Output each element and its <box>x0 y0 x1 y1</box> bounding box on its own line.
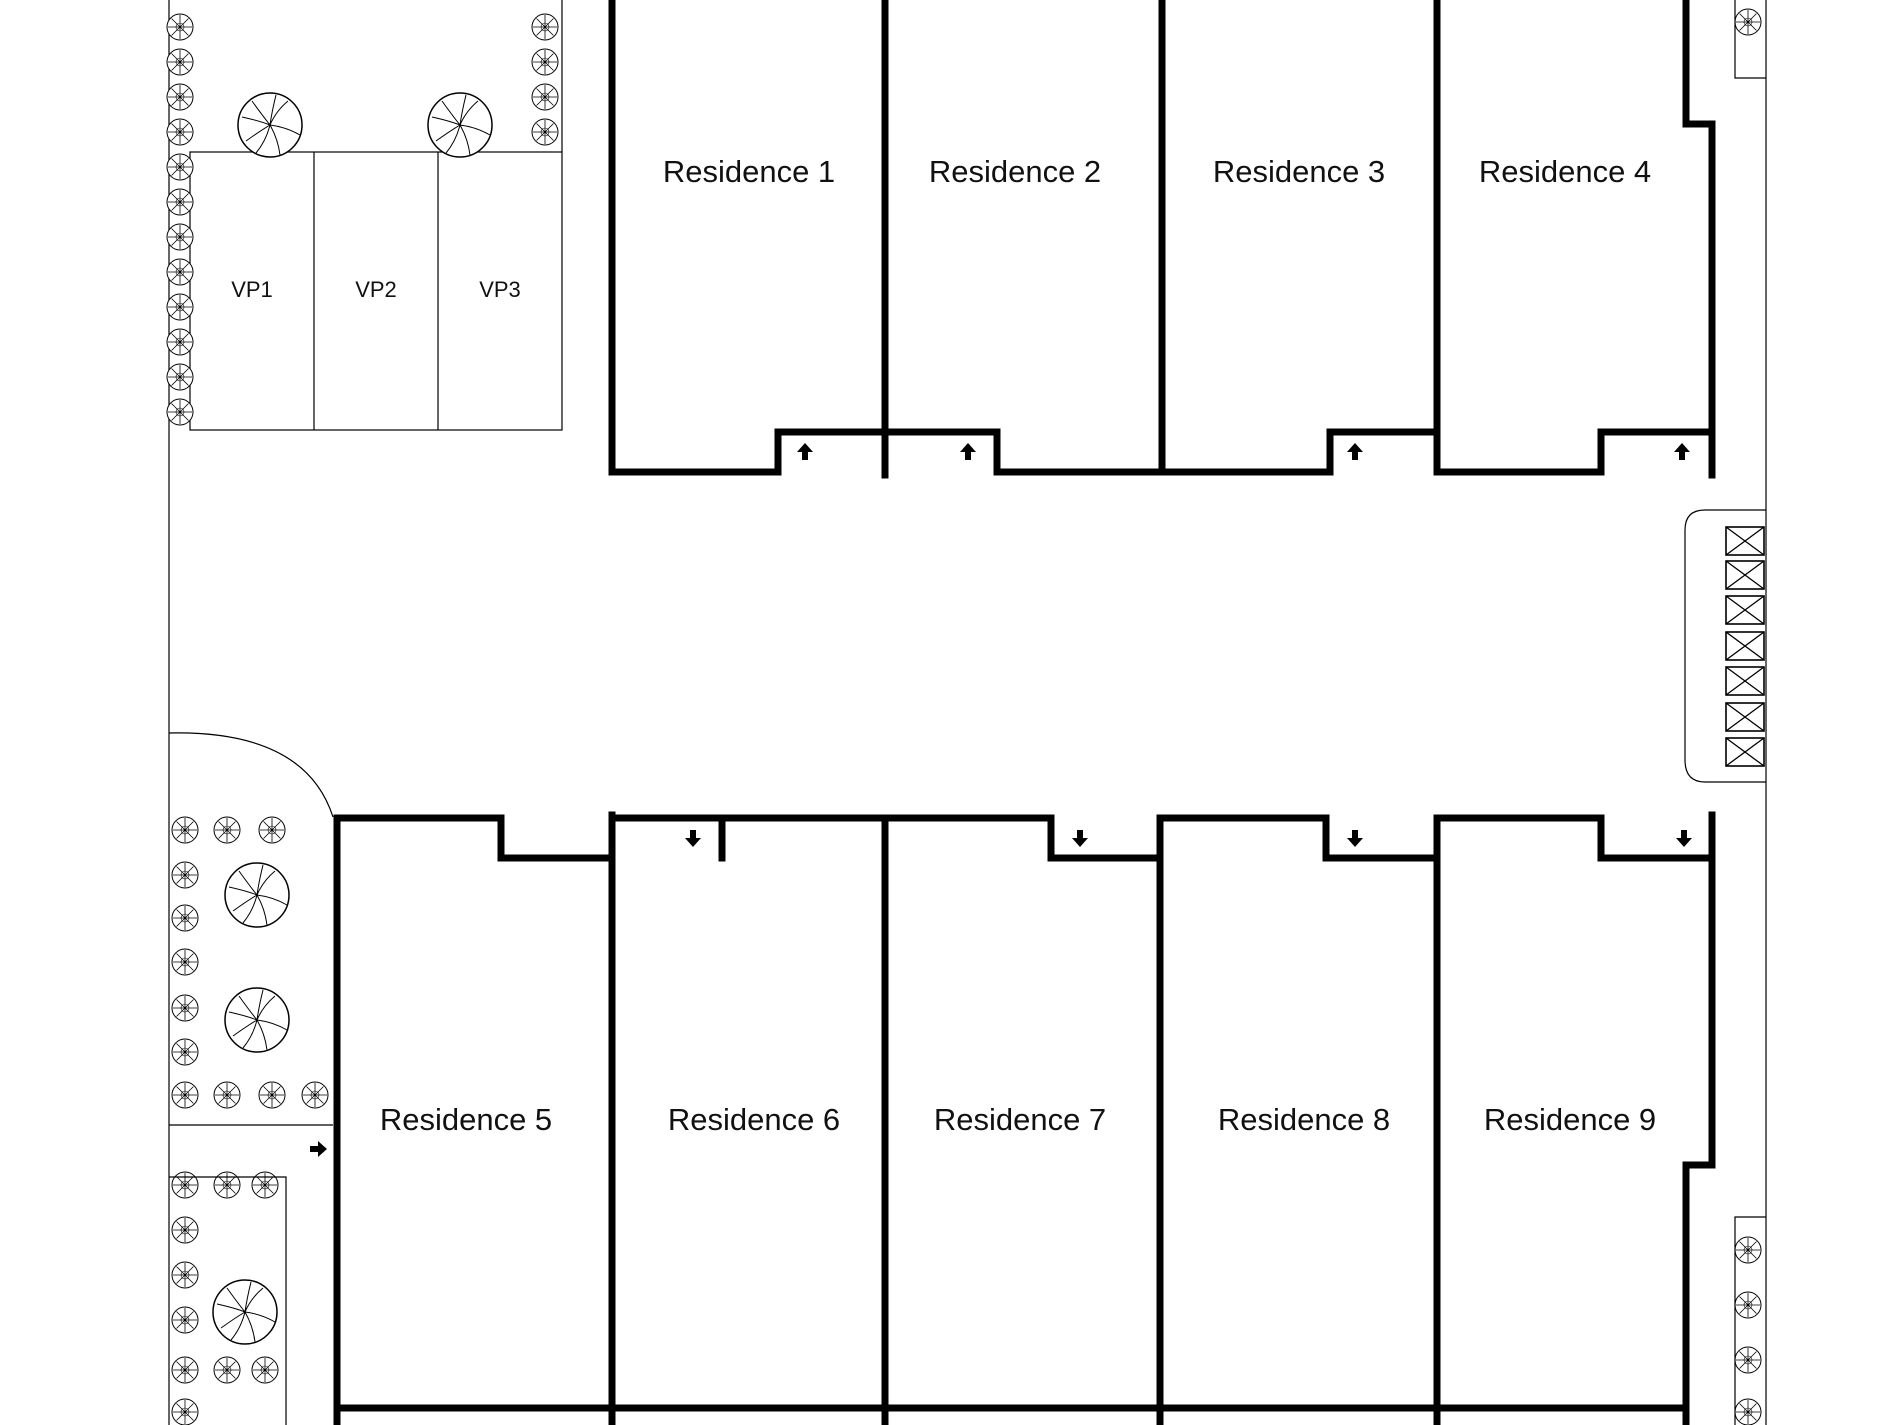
shrub-icon <box>166 188 194 216</box>
top-row-walls <box>608 0 1716 479</box>
residence-label-7: Residence 7 <box>934 1102 1106 1137</box>
shrub-icon <box>171 1216 199 1244</box>
shrub-icon <box>531 118 559 146</box>
shrub-icon <box>258 1081 286 1109</box>
shrub-icon <box>1734 8 1762 36</box>
shrub-icon <box>166 118 194 146</box>
shrub-icon <box>166 48 194 76</box>
shrub-icon <box>171 1171 199 1199</box>
entry-arrow-icon <box>1347 830 1363 847</box>
shrub-icon <box>213 1081 241 1109</box>
entry-arrow-icon <box>1674 443 1690 460</box>
entry-arrow-icon <box>1347 443 1363 460</box>
shrub-icon <box>531 13 559 41</box>
shrub-icon <box>171 1081 199 1109</box>
shrub-icon <box>171 948 199 976</box>
shrub-icon <box>171 1398 199 1425</box>
shrub-icon <box>258 816 286 844</box>
entry-arrows <box>310 443 1692 1157</box>
bin-icon <box>1725 666 1765 696</box>
residence-label-4: Residence 4 <box>1479 154 1651 189</box>
bin-icon <box>1725 595 1765 625</box>
tree-icon <box>224 862 290 928</box>
bin-icon <box>1725 702 1765 732</box>
entry-arrow-icon <box>1676 830 1692 847</box>
tree-icon <box>427 92 493 158</box>
shrub-icon <box>213 1171 241 1199</box>
shrub-icon <box>171 1356 199 1384</box>
bin-icon <box>1725 526 1765 556</box>
shrub-icon <box>213 1356 241 1384</box>
shrub-icon <box>1734 1346 1762 1374</box>
entry-arrow-icon <box>310 1141 327 1157</box>
entry-arrow-icon <box>960 443 976 460</box>
shrub-icon <box>531 48 559 76</box>
shrub-icon <box>166 223 194 251</box>
shrub-icon <box>171 1306 199 1334</box>
shrub-icon <box>166 13 194 41</box>
residence-label-1: Residence 1 <box>663 154 835 189</box>
shrub-icon <box>166 153 194 181</box>
site-boundary <box>168 0 1767 1425</box>
shrub-icon <box>171 904 199 932</box>
shrub-icon <box>171 1261 199 1289</box>
shrub-icon <box>166 293 194 321</box>
shrub-icon <box>166 398 194 426</box>
entry-arrow-icon <box>1072 830 1088 847</box>
parking-label-vp3: VP3 <box>479 277 521 302</box>
shrub-icon <box>171 861 199 889</box>
shrub-icon <box>251 1171 279 1199</box>
shrub-icon <box>166 83 194 111</box>
shrub-icon <box>166 328 194 356</box>
bin-icon <box>1725 560 1765 590</box>
shrub-icon <box>1734 1398 1762 1425</box>
bottom-row-walls <box>333 811 1716 1425</box>
shrub-icon <box>301 1081 329 1109</box>
entry-arrow-icon <box>685 830 701 847</box>
shrub-icon <box>213 816 241 844</box>
residence-label-9: Residence 9 <box>1484 1102 1656 1137</box>
shrub-icon <box>171 816 199 844</box>
shrub-icon <box>171 994 199 1022</box>
shrub-icon <box>1734 1236 1762 1264</box>
shrub-icon <box>251 1356 279 1384</box>
parking-label-vp2: VP2 <box>355 277 397 302</box>
residence-label-8: Residence 8 <box>1218 1102 1390 1137</box>
parking-label-vp1: VP1 <box>231 277 273 302</box>
bin-icon <box>1725 631 1765 661</box>
residence-labels: Residence 1 Residence 2 Residence 3 Resi… <box>380 154 1656 1137</box>
shrub-icon <box>531 83 559 111</box>
shrub-icon <box>166 258 194 286</box>
shrub-icon <box>166 363 194 391</box>
residence-label-5: Residence 5 <box>380 1102 552 1137</box>
shrub-icons <box>166 8 1762 1425</box>
planter-outlines <box>169 0 1766 1425</box>
entry-arrow-icon <box>797 443 813 460</box>
bin-store <box>1684 509 1766 783</box>
visitor-parking: VP1 VP2 VP3 <box>189 0 563 431</box>
shrub-icon <box>171 1038 199 1066</box>
tree-icon <box>212 1279 278 1345</box>
shrub-icon <box>1734 1291 1762 1319</box>
bin-icon <box>1725 737 1765 767</box>
residence-label-3: Residence 3 <box>1213 154 1385 189</box>
residence-label-2: Residence 2 <box>929 154 1101 189</box>
residence-label-6: Residence 6 <box>668 1102 840 1137</box>
tree-icon <box>224 987 290 1053</box>
tree-icon <box>237 92 303 158</box>
